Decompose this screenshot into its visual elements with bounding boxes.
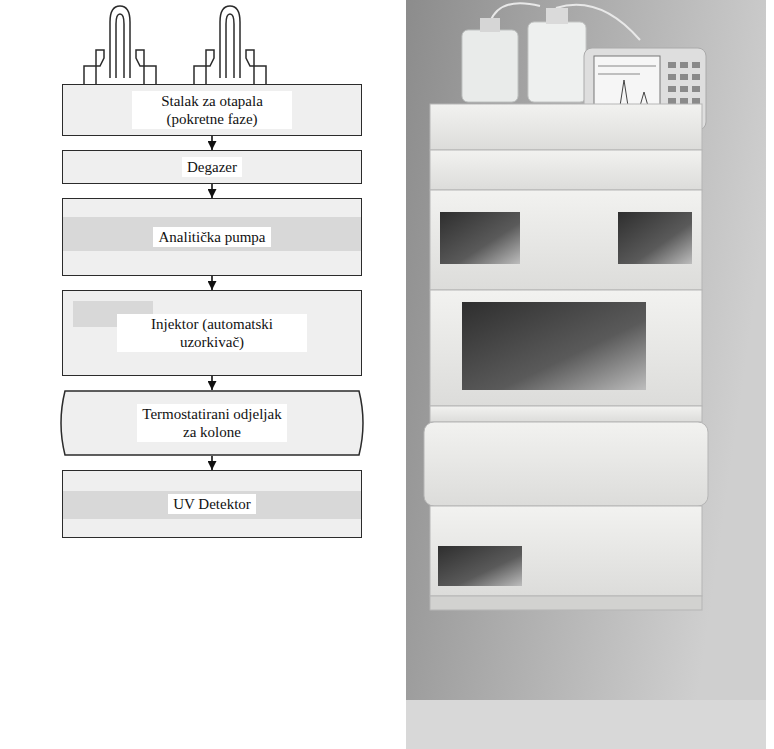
flow-arrow	[211, 184, 213, 198]
box-label: Analitička pumpa	[153, 227, 270, 247]
bottle	[136, 50, 156, 84]
process-box: UV Detektor	[62, 470, 362, 538]
screen-grid	[598, 66, 656, 74]
process-box: Degazer	[62, 150, 362, 184]
flow-arrow	[211, 276, 213, 290]
detector-module	[430, 506, 702, 596]
solvent-bottle	[528, 22, 586, 102]
base	[430, 596, 702, 610]
column-compartment-box: Termostatirani odjeljak za kolone	[58, 390, 366, 456]
screen-plot	[598, 80, 656, 106]
flow-arrow	[211, 456, 213, 470]
bottle	[246, 50, 266, 84]
process-box: Injektor (automatski uzorkivač)	[62, 290, 362, 376]
module	[430, 150, 702, 190]
pump-module	[430, 190, 702, 290]
box-outline-path	[61, 391, 363, 455]
box-label: UV Detektor	[168, 494, 256, 514]
instrument-photo	[406, 0, 766, 749]
module	[430, 104, 702, 150]
bottle	[84, 50, 104, 84]
bottle	[194, 50, 214, 84]
tube	[110, 6, 130, 78]
tube	[116, 14, 124, 78]
pump-window	[618, 212, 692, 264]
module	[430, 406, 702, 422]
bottle-cap	[480, 18, 500, 32]
autosampler-window	[462, 302, 646, 390]
tube	[226, 14, 234, 78]
box-label: Termostatirani odjeljak za kolone	[137, 404, 287, 442]
solvent-bottle	[462, 30, 518, 102]
box-label: Degazer	[182, 157, 242, 177]
process-box: Stalak za otapala (pokretne faze)	[62, 84, 362, 136]
box-label: Injektor (automatski uzorkivač)	[117, 314, 307, 352]
photo-background	[406, 0, 766, 749]
solvent-bottles	[84, 6, 266, 84]
bench	[406, 700, 766, 749]
bottle-cap	[546, 8, 568, 24]
autosampler-module	[430, 290, 702, 406]
flow-arrow	[211, 136, 213, 150]
keypad	[668, 62, 700, 104]
flow-arrow	[211, 376, 213, 390]
column-module	[424, 422, 708, 506]
detector-window	[438, 546, 522, 586]
box-label: Stalak za otapala (pokretne faze)	[132, 91, 292, 129]
process-box: Analitička pumpa	[62, 198, 362, 276]
pump-window	[440, 212, 520, 264]
tube	[220, 6, 240, 78]
